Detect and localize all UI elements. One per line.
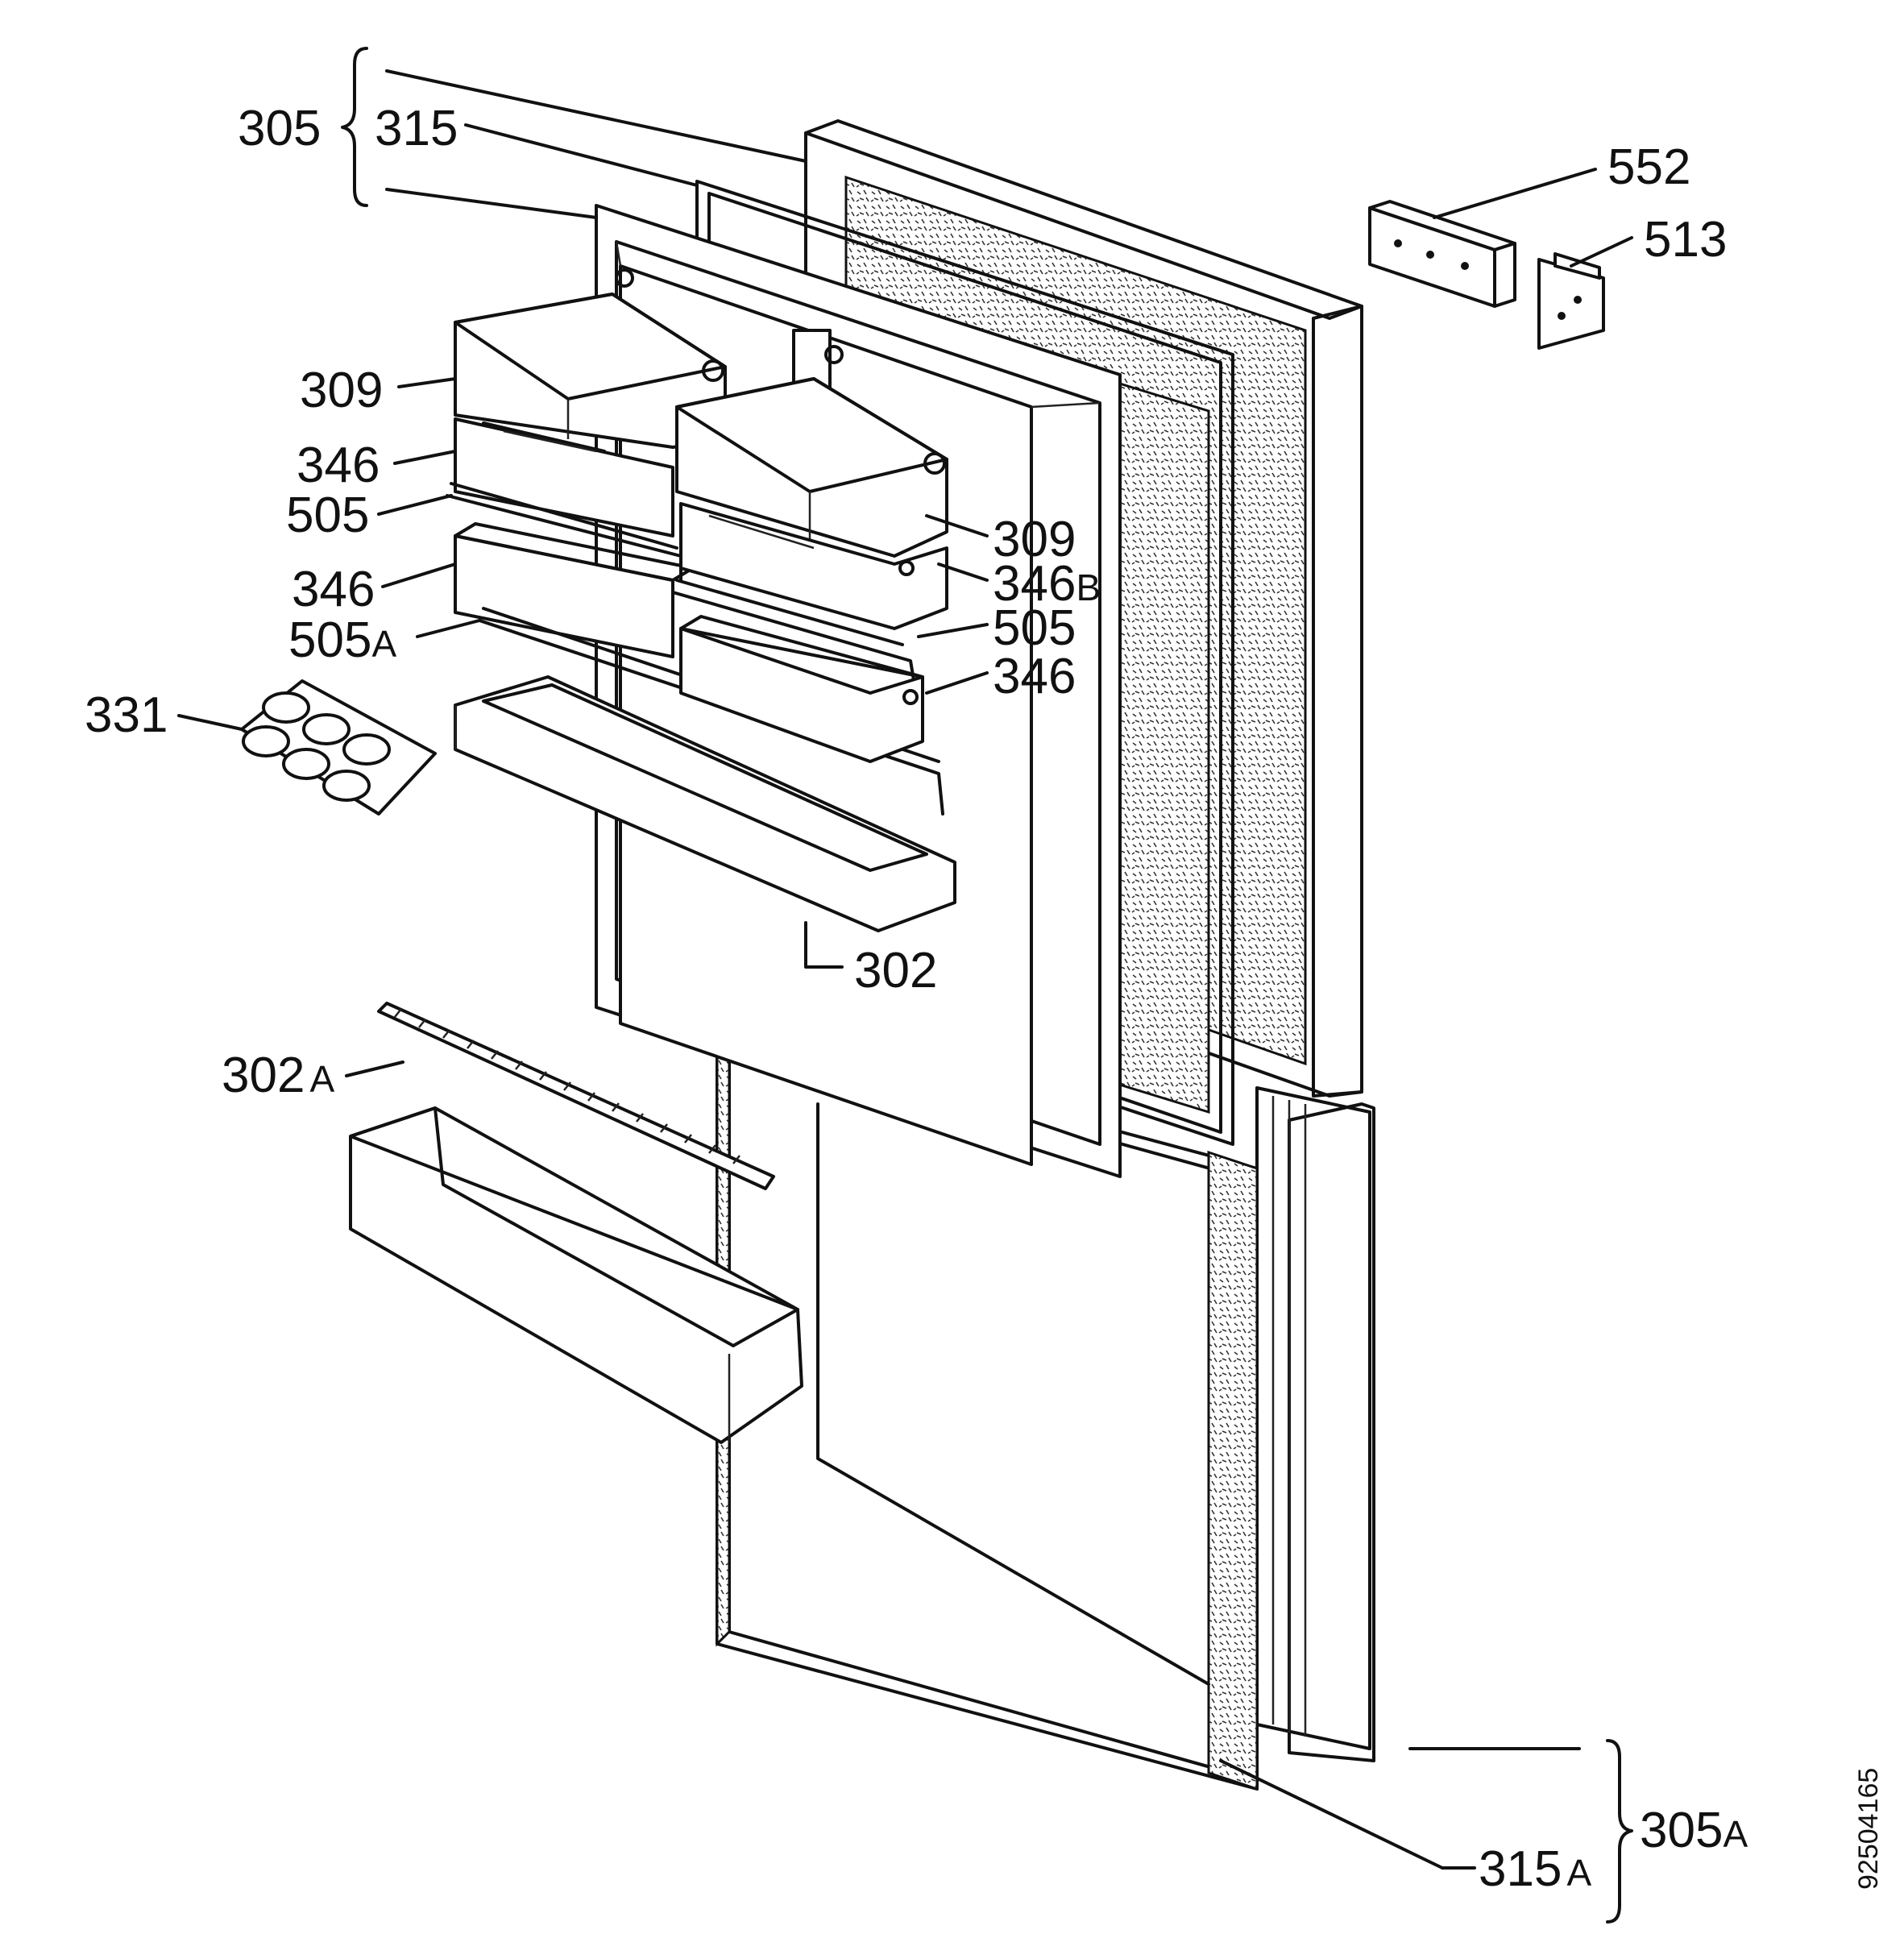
label-309-right: 309 xyxy=(993,512,1076,567)
label-346-right-bottom: 346 xyxy=(993,649,1076,704)
rail-505-right xyxy=(671,579,916,687)
label-505A-num: 505 xyxy=(288,612,371,668)
label-302A-suffix: A xyxy=(309,1058,334,1100)
brace-305 xyxy=(341,47,368,207)
label-505-left: 505 xyxy=(286,488,369,543)
label-315: 315 xyxy=(375,101,458,156)
drawing-number: 92504165 xyxy=(1853,1768,1884,1890)
hinge-cover-552 xyxy=(1368,200,1516,308)
label-346B: 346B xyxy=(993,556,1101,612)
shelf-346-right-bottom xyxy=(679,615,924,763)
label-315A-suffix: A xyxy=(1566,1852,1591,1894)
rack-302A xyxy=(377,1002,775,1190)
label-305A-num: 305 xyxy=(1640,1803,1723,1858)
brace-305A xyxy=(1606,1739,1633,1924)
leader-lines xyxy=(177,69,1633,1870)
label-505A: 505A xyxy=(288,612,396,668)
hinge-bracket-513 xyxy=(1537,252,1605,350)
label-305A-suffix: A xyxy=(1723,1813,1748,1855)
label-505A-suffix: A xyxy=(371,623,396,665)
part-labels: 305 315 552 513 309 346 505 346 505A 331… xyxy=(85,101,1884,1897)
label-305A: 305A xyxy=(1640,1803,1748,1858)
label-331: 331 xyxy=(85,687,168,743)
label-302A-num: 302 xyxy=(222,1048,305,1103)
bottle-shelf-302 xyxy=(454,675,956,932)
label-346-left-top: 346 xyxy=(297,438,380,493)
shelf-346B xyxy=(679,502,948,630)
label-505-right: 505 xyxy=(993,600,1076,656)
lower-door-tray xyxy=(349,1106,803,1444)
label-309-left: 309 xyxy=(300,363,383,418)
egg-tray-331 xyxy=(240,679,437,816)
label-513: 513 xyxy=(1644,212,1727,268)
label-315A-num: 315 xyxy=(1479,1841,1562,1897)
box-cover-309-right xyxy=(675,377,948,558)
label-305: 305 xyxy=(238,101,321,156)
label-302: 302 xyxy=(854,943,937,998)
label-346-left-mid: 346 xyxy=(292,562,375,617)
label-346B-suffix: B xyxy=(1076,567,1101,608)
shelf-346-left-top xyxy=(454,417,674,537)
label-552: 552 xyxy=(1607,139,1690,195)
label-346B-num: 346 xyxy=(993,556,1076,612)
